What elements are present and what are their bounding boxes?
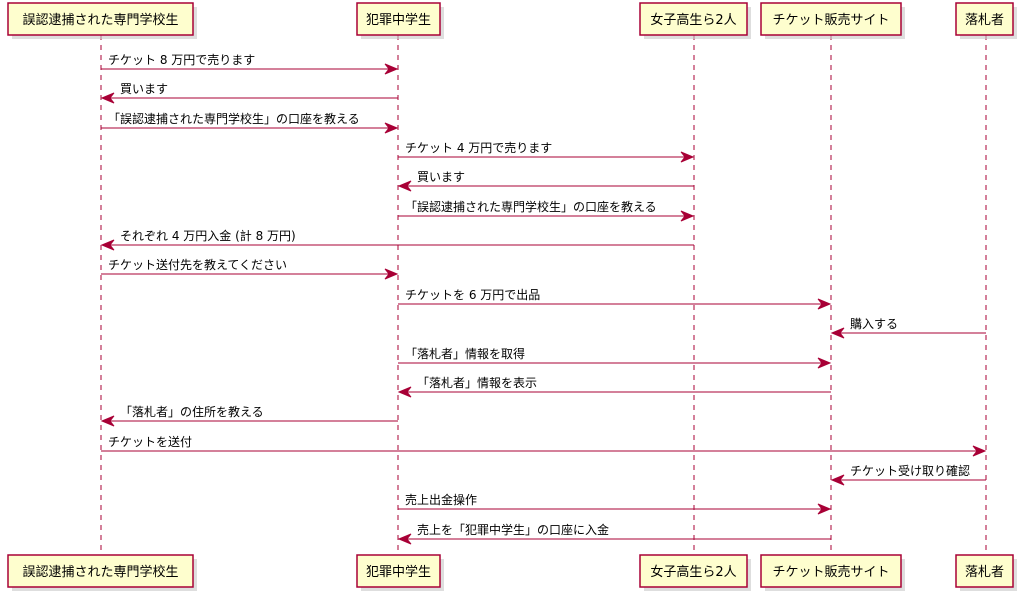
participant-label: 犯罪中学生 [366, 12, 431, 28]
participant-label: 落札者 [965, 13, 1004, 28]
participant-box-bottom: 誤認逮捕された専門学校生 [7, 554, 197, 591]
arrowhead-icon [817, 357, 832, 369]
arrowhead-icon [817, 503, 832, 515]
participant-rect [356, 2, 441, 36]
message-label: チケット受け取り確認 [850, 463, 970, 478]
participant-box-bottom: チケット販売サイト [760, 554, 905, 591]
message-label: 「落札者」情報を表示 [417, 376, 537, 390]
message-4: 買います [397, 170, 694, 192]
message-12: 「落札者」の住所を教える [100, 404, 398, 427]
participant-rect [7, 554, 194, 588]
participant-box-bottom: 女子高生ら2人 [639, 554, 751, 591]
participant-rect [955, 2, 1014, 36]
message-0: チケット 8 万円で売ります [101, 52, 399, 75]
arrowhead-icon [100, 92, 115, 104]
message-label: 購入する [850, 317, 898, 331]
participant-rect [760, 2, 902, 36]
participant-box-bottom: 犯罪中学生 [356, 554, 444, 591]
message-3: チケット 4 万円で売ります [398, 140, 695, 163]
message-15: 売上出金操作 [398, 492, 832, 515]
message-1: 買います [100, 82, 398, 104]
participant-label: 誤認逮捕された専門学校生 [22, 12, 178, 28]
arrowhead-icon [830, 327, 845, 339]
message-16: 売上を「犯罪中学生」の口座に入金 [397, 522, 831, 545]
participant-rect [955, 554, 1014, 588]
participant-box-top: 誤認逮捕された専門学校生 [7, 2, 197, 39]
message-11: 「落札者」情報を表示 [397, 376, 831, 398]
participant-rect [356, 554, 441, 588]
arrowhead-icon [100, 239, 115, 251]
message-10: 「落札者」情報を取得 [398, 346, 832, 369]
message-label: それぞれ 4 万円入金 (計 8 万円) [120, 228, 296, 243]
participant-box-top: 女子高生ら2人 [639, 2, 751, 39]
message-5: 「誤認逮捕された専門学校生」の口座を教える [398, 199, 695, 222]
message-6: それぞれ 4 万円入金 (計 8 万円) [100, 228, 694, 251]
participant-rect [760, 554, 902, 588]
participant-box-top: 落札者 [955, 2, 1017, 39]
arrowhead-icon [384, 268, 399, 280]
arrowhead-icon [972, 445, 987, 457]
participant-box-top: 犯罪中学生 [356, 2, 444, 39]
message-label: 「誤認逮捕された専門学校生」の口座を教える [405, 199, 657, 214]
participant-label: 女子高生ら2人 [650, 564, 736, 580]
arrowhead-icon [384, 122, 399, 134]
message-14: チケット受け取り確認 [830, 463, 986, 486]
message-label: チケット 8 万円で売ります [108, 52, 255, 67]
arrowhead-icon [397, 533, 412, 545]
arrowhead-icon [384, 63, 399, 75]
message-label: 「誤認逮捕された専門学校生」の口座を教える [108, 111, 360, 126]
arrowhead-icon [397, 180, 412, 192]
message-9: 購入する [830, 317, 986, 339]
participant-label: 犯罪中学生 [366, 564, 431, 580]
participant-label: チケット販売サイト [772, 564, 889, 580]
participant-box-top: チケット販売サイト [760, 2, 905, 39]
message-label: 売上出金操作 [405, 492, 477, 507]
arrowhead-icon [680, 151, 695, 163]
arrowhead-icon [817, 298, 832, 310]
participant-label: 誤認逮捕された専門学校生 [22, 564, 178, 580]
participant-rect [639, 2, 748, 36]
message-label: 買います [120, 82, 168, 96]
message-label: 買います [417, 170, 465, 184]
participant-rect [7, 2, 194, 36]
message-8: チケットを 6 万円で出品 [398, 288, 832, 310]
message-13: チケットを送付 [101, 434, 987, 457]
participant-label: チケット販売サイト [772, 12, 889, 28]
arrowhead-icon [680, 210, 695, 222]
message-2: 「誤認逮捕された専門学校生」の口座を教える [101, 111, 399, 134]
message-label: 売上を「犯罪中学生」の口座に入金 [417, 522, 609, 537]
participant-rect [639, 554, 748, 588]
participant-label: 女子高生ら2人 [650, 12, 736, 28]
message-7: チケット送付先を教えてください [101, 257, 399, 280]
message-label: チケットを 6 万円で出品 [405, 288, 540, 302]
message-label: 「落札者」情報を取得 [405, 346, 525, 361]
arrowhead-icon [100, 415, 115, 427]
arrowhead-icon [397, 386, 412, 398]
participant-box-bottom: 落札者 [955, 554, 1017, 591]
message-label: チケット 4 万円で売ります [405, 140, 552, 155]
participant-label: 落札者 [965, 565, 1004, 580]
message-label: 「落札者」の住所を教える [120, 404, 264, 419]
message-label: チケット送付先を教えてください [108, 257, 287, 272]
message-label: チケットを送付 [108, 434, 192, 449]
arrowhead-icon [830, 474, 845, 486]
